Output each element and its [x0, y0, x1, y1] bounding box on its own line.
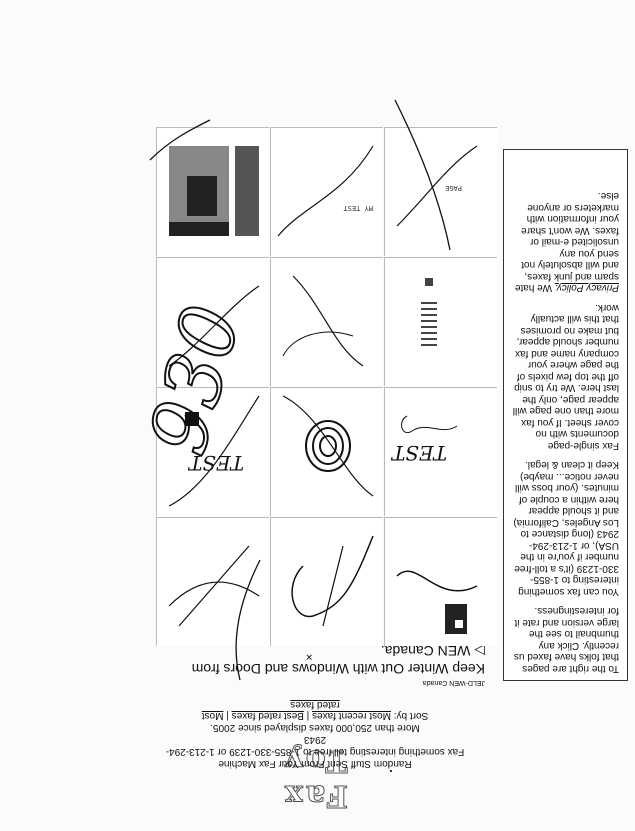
thumbnail-content	[169, 146, 259, 236]
thumbnail-text: TEST	[390, 441, 447, 465]
fax-thumbnail[interactable]	[156, 257, 269, 386]
thumbnail-content	[282, 395, 374, 497]
thumbnail-content	[168, 285, 260, 367]
sidebar-instructions: Fax single-page documents with no cover …	[512, 302, 619, 451]
fax-thumbnail[interactable]	[270, 387, 383, 516]
thumbnail-content	[396, 570, 478, 634]
sort-separator: |	[226, 710, 229, 721]
sort-most-recent-link[interactable]: Most recent faxes	[312, 710, 391, 721]
sidebar-how-to-fax: You can fax something interesting to 1-8…	[513, 459, 619, 598]
thumbnail-text: PAGE	[445, 184, 462, 192]
ad-source: JELD-WEN Canada	[422, 679, 485, 686]
fax-thumbnail[interactable]	[270, 257, 383, 386]
ad-icons[interactable]: ✕	[305, 651, 313, 661]
sidebar-intro: To the right are pages that folks have f…	[513, 605, 619, 675]
fax-thumbnail[interactable]	[270, 517, 383, 646]
ad-block[interactable]: JELD-WEN Canada Keep Winter Out with Win…	[165, 642, 485, 686]
thumbnail-text: MY TEST	[343, 204, 373, 212]
thumbnail-content: MY TEST	[277, 145, 374, 237]
fax-thumbnail[interactable]	[384, 517, 497, 646]
info-sidebar: To the right are pages that folks have f…	[503, 149, 628, 681]
sort-separator: |	[306, 710, 310, 721]
thumbnail-content	[421, 278, 437, 346]
thumbnail-content	[282, 275, 364, 367]
fax-thumbnail[interactable]: TEST	[156, 387, 269, 516]
thumbnail-content	[168, 545, 260, 627]
fax-thumbnail[interactable]: TEST	[384, 387, 497, 516]
tagline-line-1: Random Stuff Sent From Your Fax Machine	[218, 758, 412, 769]
thumbnail-grid: TEST TEST	[155, 126, 497, 646]
fax-thumbnail[interactable]	[384, 257, 497, 386]
ad-close-icon[interactable]: ✕	[305, 651, 313, 661]
privacy-policy-link[interactable]: Privacy Policy.	[554, 282, 619, 294]
thumbnail-content: TEST	[390, 415, 458, 465]
sort-label: Sort by:	[393, 710, 429, 721]
thumbnail-content: TEST	[168, 395, 260, 507]
thumbnail-content: PAGE	[396, 145, 478, 227]
sort-bar: Sort by: Most recent faxes | Best rated …	[195, 699, 435, 721]
fax-thumbnail[interactable]	[156, 127, 269, 256]
thumbnail-content	[291, 535, 374, 627]
scan-speck	[390, 770, 392, 772]
sort-best-rated-link[interactable]: Best rated faxes	[231, 710, 304, 721]
tagline-line-3: More than 250,000 faxes displayed since …	[210, 722, 420, 733]
sidebar-privacy: Privacy Policy. We hate spam and junk fa…	[512, 190, 619, 294]
tagline-line-2: Fax something interesting toll free to 1…	[165, 734, 465, 757]
fax-thumbnail[interactable]	[156, 517, 269, 646]
fax-thumbnail[interactable]: MY TEST	[270, 127, 383, 256]
site-logo[interactable]: Fax Toy	[282, 743, 349, 814]
fax-thumbnail[interactable]: PAGE	[384, 127, 497, 256]
tagline: Random Stuff Sent From Your Fax Machine …	[155, 721, 475, 769]
privacy-text: We hate spam and junk faxes, and will ab…	[514, 190, 619, 294]
ad-headline[interactable]: Keep Winter Out with Windows and Doors f…	[191, 661, 485, 677]
